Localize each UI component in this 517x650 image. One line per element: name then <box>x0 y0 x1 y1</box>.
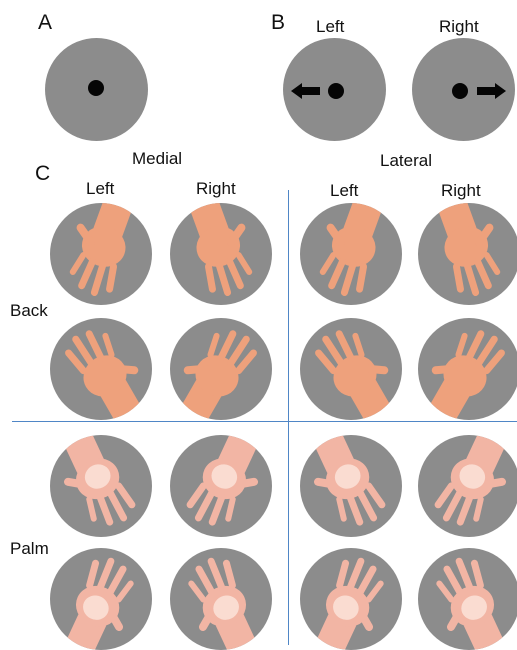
panel-label-a: A <box>38 12 52 33</box>
hand-image <box>418 318 517 420</box>
row-label-palm: Palm <box>10 540 49 557</box>
hand-back-medial-left <box>50 203 152 305</box>
hand-image <box>300 435 402 537</box>
hand-image <box>170 203 272 305</box>
hand-back-lateral-right <box>418 318 517 420</box>
fixation-disc <box>45 38 148 141</box>
fixation-dot <box>88 80 104 96</box>
hand-image <box>170 318 272 420</box>
hand-back-medial-right <box>170 203 272 305</box>
hand-palm-lateral-left <box>300 435 402 537</box>
hand-image <box>50 548 152 650</box>
hand-image <box>170 435 272 537</box>
panel-label-b: B <box>271 12 285 33</box>
hand-image <box>50 318 152 420</box>
hand-image <box>50 435 152 537</box>
fixation-dot <box>328 83 344 99</box>
group-label-medial: Medial <box>132 150 182 167</box>
hand-image <box>418 548 517 650</box>
hand-image <box>418 203 517 305</box>
row-label-back: Back <box>10 302 48 319</box>
divider-vertical <box>288 190 289 645</box>
hand-palm-medial-right <box>170 435 272 537</box>
hand-image <box>50 203 152 305</box>
hand-image <box>300 548 402 650</box>
hand-back-medial-left <box>50 318 152 420</box>
hand-back-lateral-left <box>300 318 402 420</box>
fixation-dot <box>452 83 468 99</box>
hand-image <box>170 548 272 650</box>
cue-left-disc <box>283 38 386 141</box>
column-label-lateral-right: Right <box>441 182 481 199</box>
hand-palm-lateral-right <box>418 548 517 650</box>
column-label-medial-left: Left <box>86 180 114 197</box>
group-label-lateral: Lateral <box>380 152 432 169</box>
hand-image <box>300 203 402 305</box>
divider-horizontal <box>12 421 517 422</box>
cue-right-label: Right <box>439 18 479 35</box>
arrow-right-icon <box>477 83 507 99</box>
panel-label-c: C <box>35 163 50 184</box>
column-label-lateral-left: Left <box>330 182 358 199</box>
cue-left-label: Left <box>316 18 344 35</box>
hand-back-lateral-left <box>300 203 402 305</box>
hand-image <box>418 435 517 537</box>
cue-right-disc <box>412 38 515 141</box>
arrow-left-icon <box>291 83 321 99</box>
hand-back-medial-right <box>170 318 272 420</box>
hand-back-lateral-right <box>418 203 517 305</box>
hand-palm-medial-left <box>50 435 152 537</box>
hand-palm-medial-left <box>50 548 152 650</box>
column-label-medial-right: Right <box>196 180 236 197</box>
hand-palm-medial-right <box>170 548 272 650</box>
hand-palm-lateral-left <box>300 548 402 650</box>
hand-image <box>300 318 402 420</box>
hand-palm-lateral-right <box>418 435 517 537</box>
